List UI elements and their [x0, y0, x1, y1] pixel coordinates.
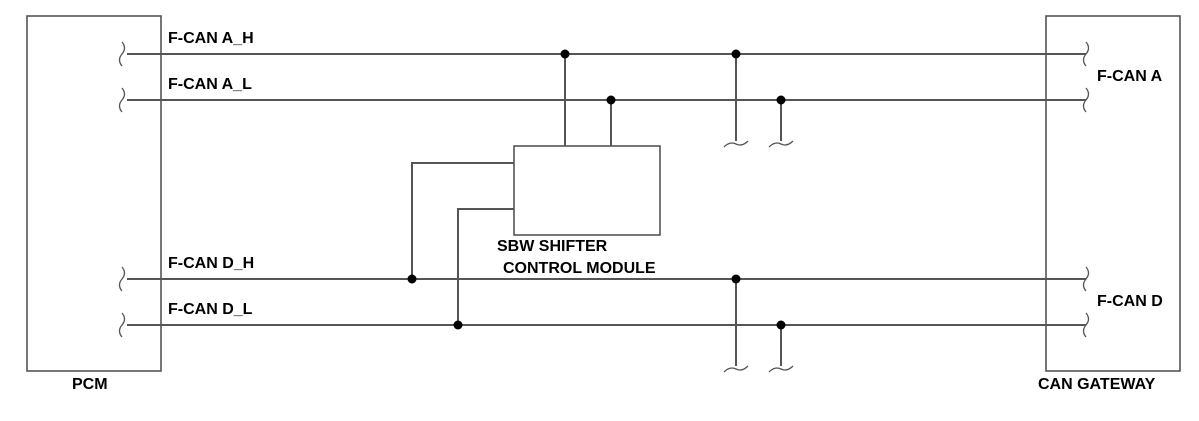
pcm-d-h-connector-mark: [118, 266, 126, 292]
junction-dot: [731, 49, 741, 59]
can-gateway-label: CAN GATEWAY: [1038, 376, 1156, 393]
bus-label-d: F-CAN D: [1097, 293, 1163, 310]
pcm-a-h-connector-mark: [118, 41, 126, 67]
signal-label-d-h: F-CAN D_H: [168, 255, 254, 272]
shifter-d-l-branch: [457, 208, 514, 325]
a-h-branch-break-mark: [723, 140, 749, 148]
pcm-d-l-connector-mark: [118, 312, 126, 338]
signal-label-a-h: F-CAN A_H: [168, 30, 254, 47]
signal-label-d-l: F-CAN D_L: [168, 301, 253, 318]
junction-dot: [560, 49, 570, 59]
pcm-box: [26, 15, 162, 372]
shifter-label-line2: CONTROL MODULE: [503, 260, 656, 277]
gateway-d-h-connector-mark: [1082, 266, 1090, 292]
junction-dot: [731, 274, 741, 284]
sbw-shifter-module-box: [513, 145, 661, 236]
shifter-d-h-branch: [411, 162, 514, 279]
a-l-branch-break-mark: [768, 140, 794, 148]
junction-dot: [407, 274, 417, 284]
d-l-branch-break-mark: [768, 365, 794, 373]
shifter-label-line1: SBW SHIFTER: [497, 238, 608, 255]
pcm-label: PCM: [72, 376, 108, 393]
signal-label-a-l: F-CAN A_L: [168, 76, 252, 93]
junction-dot: [453, 320, 463, 330]
d-h-branch-break-mark: [723, 365, 749, 373]
bus-label-a: F-CAN A: [1097, 68, 1163, 85]
can-gateway-box: [1045, 15, 1181, 372]
junction-dot: [776, 95, 786, 105]
pcm-a-l-connector-mark: [118, 87, 126, 113]
gateway-a-h-connector-mark: [1082, 41, 1090, 67]
junction-dot: [606, 95, 616, 105]
gateway-a-l-connector-mark: [1082, 87, 1090, 113]
junction-dot: [776, 320, 786, 330]
gateway-d-l-connector-mark: [1082, 312, 1090, 338]
